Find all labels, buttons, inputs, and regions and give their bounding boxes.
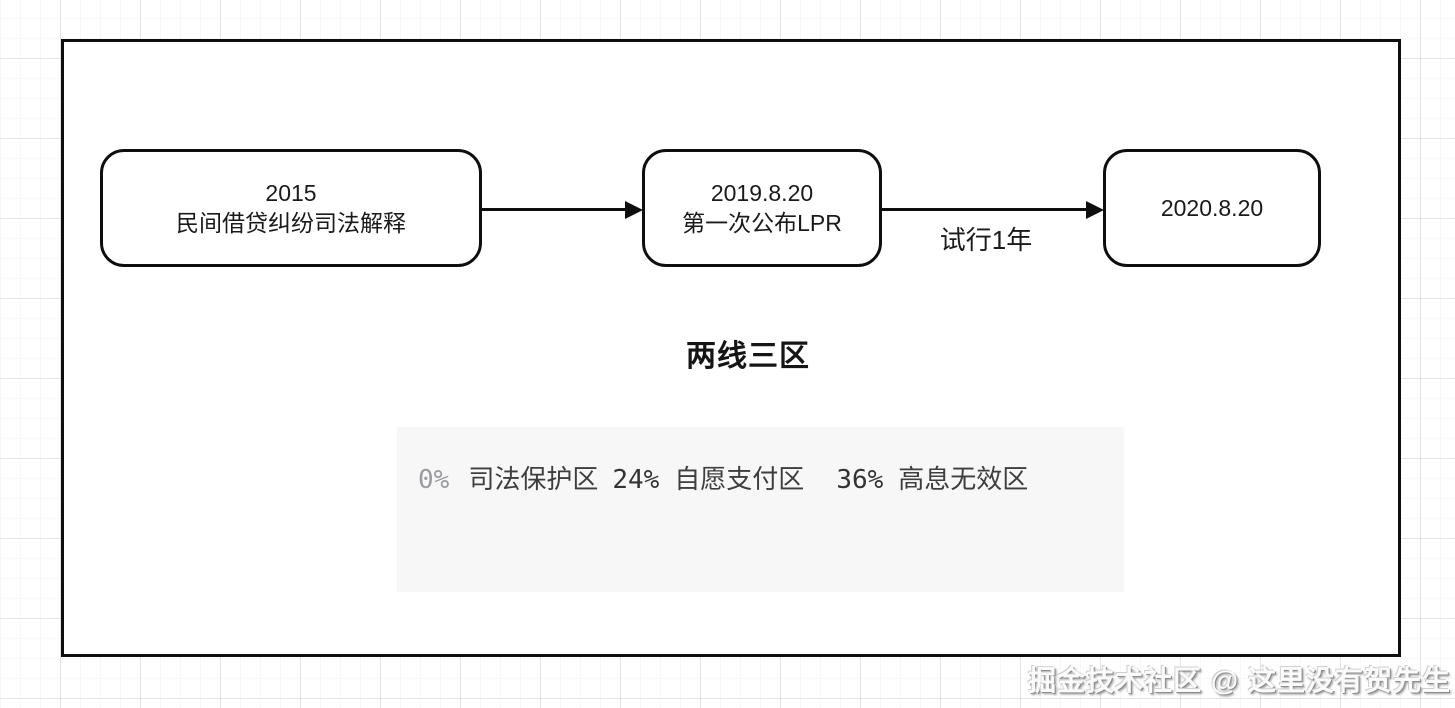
node-line: 民间借贷纠纷司法解释 [176,210,406,236]
flow-node-2015: 2015 民间借贷纠纷司法解释 [100,149,482,267]
zone-label-high-interest-invalid: 高息无效区 [898,465,1029,495]
node-line: 2015 [265,180,317,206]
section-title: 两线三区 [686,340,810,373]
diagram-canvas: 2015 民间借贷纠纷司法解释 2019.8.20 第一次公布LPR 2020.… [61,39,1401,657]
watermark: 掘金技术社区 @ 这里没有贺先生 [1028,665,1451,696]
zone-boundary-36: 36% [836,465,884,495]
flow-node-2019: 2019.8.20 第一次公布LPR [642,149,882,267]
zone-boundary-24: 24% [612,465,660,495]
flow-node-2020: 2020.8.20 [1103,149,1321,267]
zone-boundary-0: 0% [418,465,450,495]
arrowhead-icon [1086,200,1104,219]
zone-label-judicial-protection: 司法保护区 [468,465,599,495]
zone-label-voluntary-payment: 自愿支付区 [674,465,805,495]
node-line: 2020.8.20 [1160,195,1264,221]
node-line: 第一次公布LPR [682,210,842,236]
edge-label-trial-period: 试行1年 [939,225,1033,255]
node-line: 2019.8.20 [710,180,814,206]
zones-code-block: 0% 司法保护区 24% 自愿支付区 36% 高息无效区 [397,427,1124,592]
flow-arrow-2 [882,200,1104,219]
arrowhead-icon [625,200,643,219]
flow-arrow-1 [482,200,643,219]
